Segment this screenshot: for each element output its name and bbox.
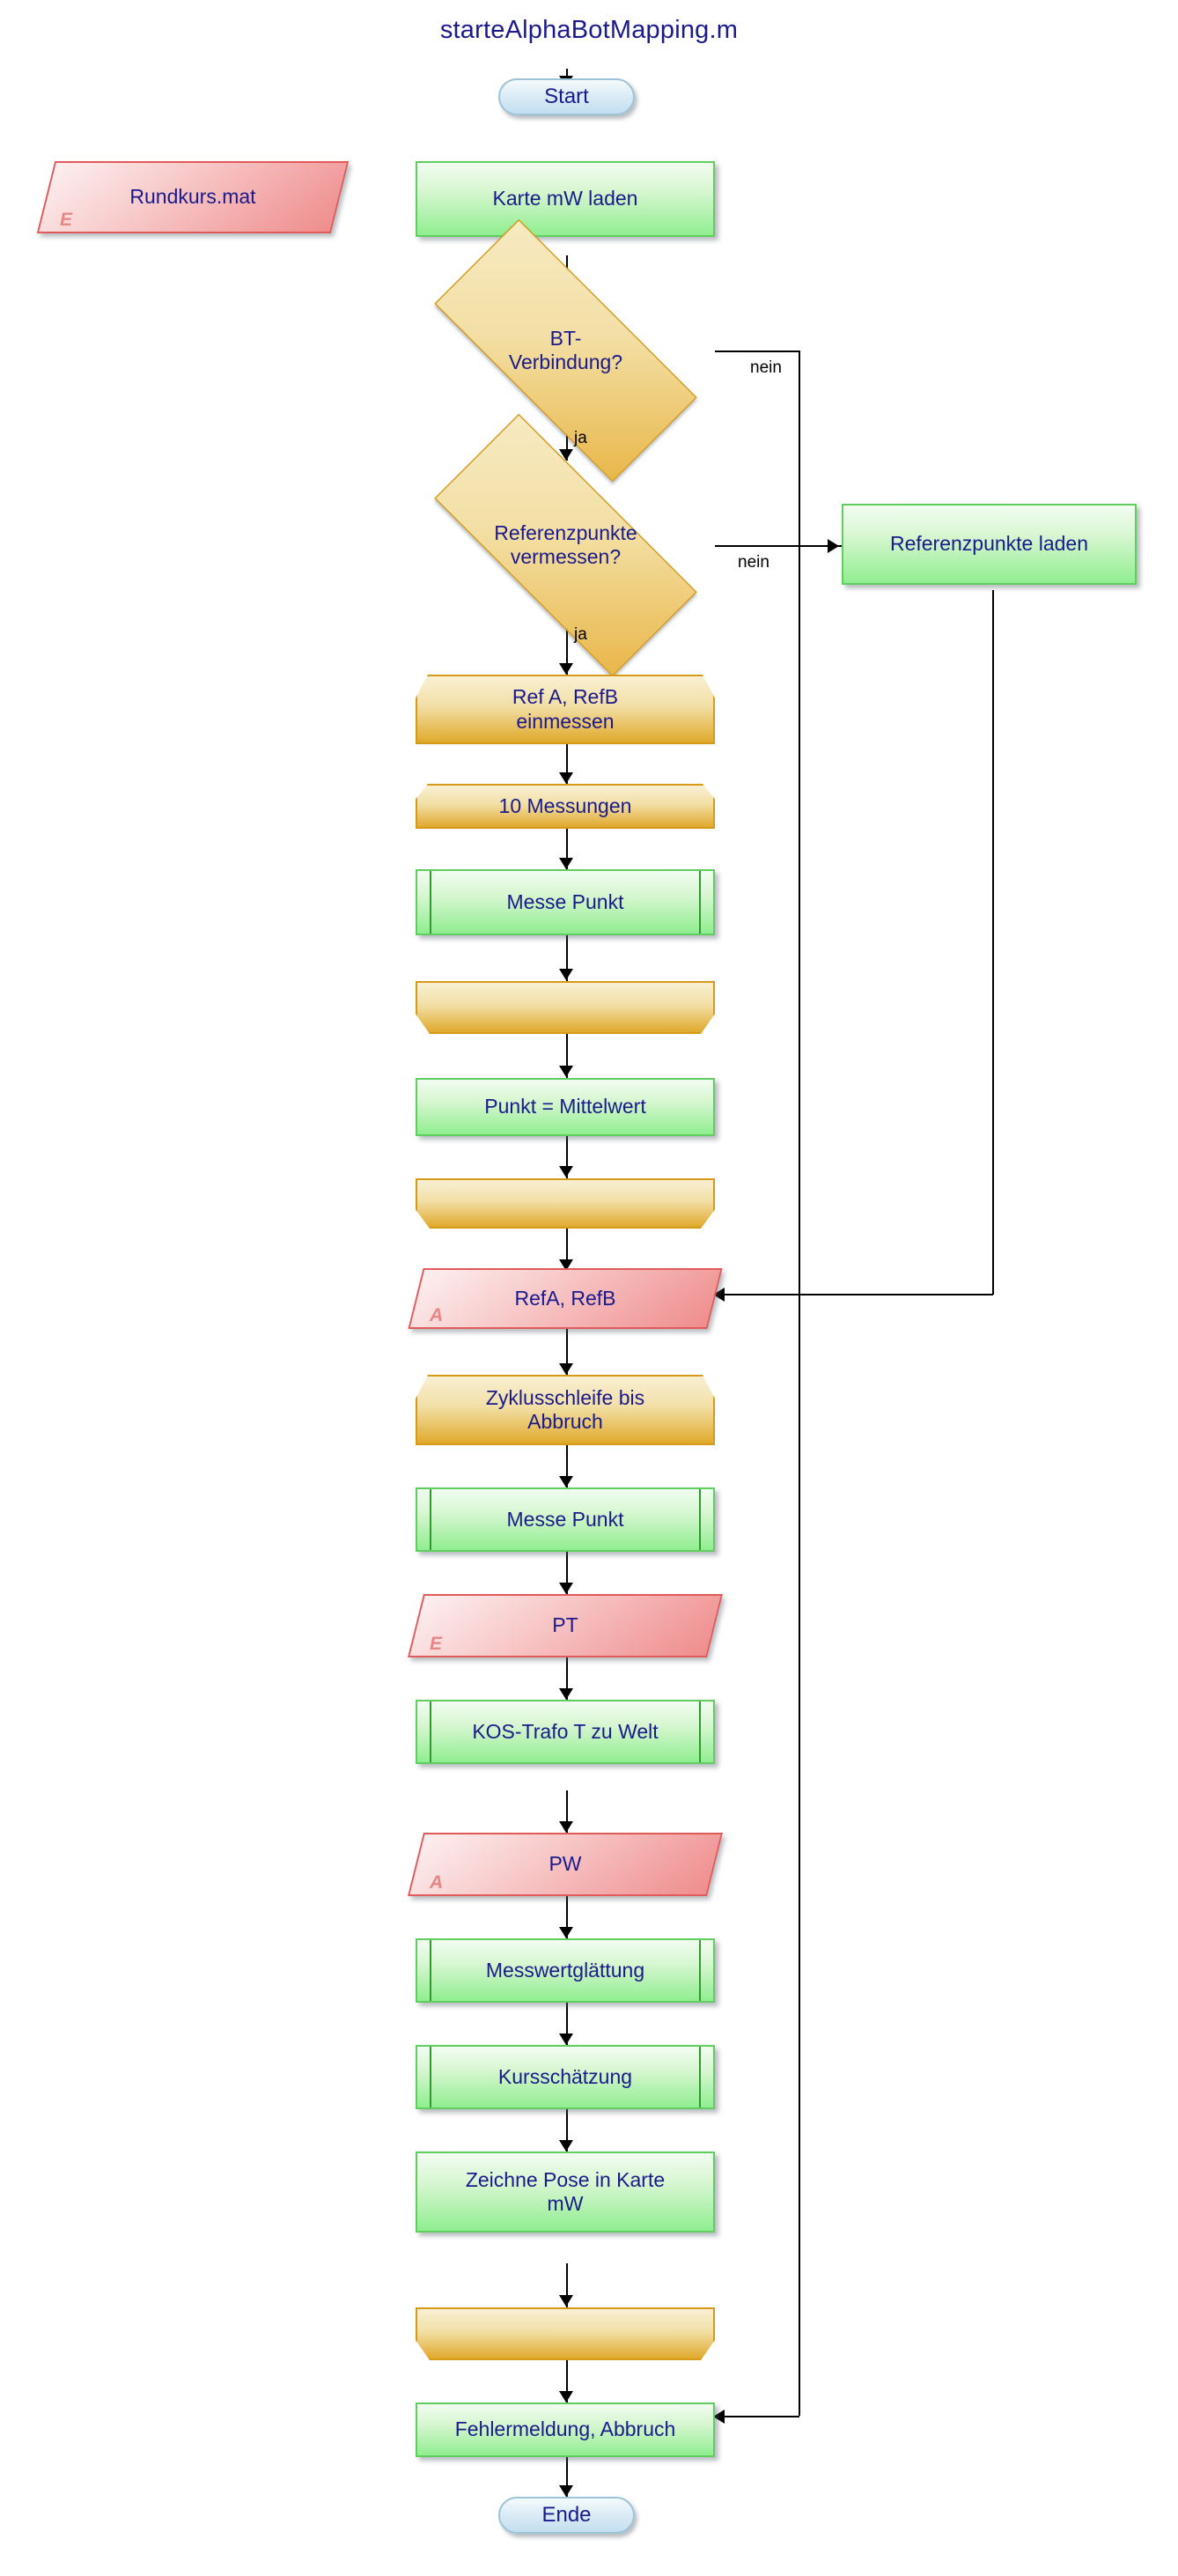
edge-label-bt-yes: ja (574, 429, 587, 447)
io-marker-output: A (430, 1305, 444, 1326)
edge-kostrafo-to-pw (566, 1790, 568, 1833)
arrowhead-mittelwert-to-loopend2 (559, 1166, 573, 1177)
node-loop-end-3[interactable] (416, 2307, 715, 2360)
node-ende[interactable]: Ende (498, 2497, 635, 2534)
io-marker-input: E (60, 210, 73, 231)
node-kursschaetzung-label: Kursschätzung (497, 2064, 633, 2088)
arrowhead-loopend1-to-mittelwert (559, 1066, 573, 1077)
arrowhead-glaettung-to-kurs (559, 2033, 573, 2045)
edge-ref-yes (566, 616, 568, 675)
edge-refladen-to-refab (715, 1294, 993, 1295)
arrowhead-loopend3-to-fehler (559, 2391, 573, 2403)
node-kos-trafo-label: KOS-Trafo T zu Welt (472, 1719, 659, 1743)
io-marker-input: E (430, 1634, 443, 1655)
node-referenzpunkte-laden-label: Referenzpunkte laden (889, 532, 1089, 556)
arrowhead-pt-to-kostrafo (559, 1688, 573, 1700)
arrowhead-refab-to-zyklus (559, 1363, 573, 1375)
node-ref-einmessen-label: Ref A, RefB einmessen (512, 685, 619, 733)
node-fehlermeldung-abbruch[interactable]: Fehlermeldung, Abbruch (416, 2403, 715, 2457)
node-loop-end-1[interactable] (416, 981, 715, 1034)
edge-zyklus-to-messepunkt2 (566, 1445, 568, 1487)
node-punkt-mittelwert-label: Punkt = Mittelwert (484, 1095, 646, 1118)
edge-loopend2-to-refab (566, 1229, 568, 1273)
arrowhead-fehler-to-ende (559, 2485, 573, 2497)
arrowhead-refeinmessen-to-messungen (559, 772, 573, 784)
node-ende-label: Ende (541, 2502, 592, 2527)
edge-mittelwert-to-loopend2 (566, 1136, 568, 1178)
node-zyklusschleife-loop-start[interactable]: Zyklusschleife bis Abbruch (416, 1375, 715, 1445)
edge-glaettung-to-kurs (566, 2003, 568, 2045)
node-messwertglaettung-label: Messwertglättung (485, 1958, 645, 1982)
node-punkt-mittelwert[interactable]: Punkt = Mittelwert (416, 1078, 715, 1136)
edge-zeichne-to-loopend3 (566, 2263, 568, 2307)
node-refa-refb-output[interactable]: RefA, RefB A (408, 1268, 723, 1329)
node-messe-punkt-1-label: Messe Punkt (506, 889, 624, 913)
edge-bt-no-vertical (799, 351, 800, 2416)
node-referenzpunkte-laden[interactable]: Referenzpunkte laden (842, 504, 1137, 585)
node-refa-refb-label: RefA, RefB (514, 1286, 616, 1310)
edge-loopend1-to-mittelwert (566, 1034, 568, 1078)
node-10-messungen-label: 10 Messungen (498, 793, 632, 817)
arrowhead-loopend2-to-refab (559, 1259, 573, 1271)
edge-bt-no-horizontal (715, 351, 799, 352)
arrowhead-messepunkt2-to-pt (559, 1583, 573, 1594)
node-messe-punkt-2[interactable]: Messe Punkt (416, 1487, 715, 1552)
edge-messepunkt1-to-loopend1 (566, 935, 568, 981)
node-pw-label: PW (549, 1852, 582, 1876)
node-bt-verbindung-decision[interactable]: BT- Verbindung? (387, 218, 744, 483)
edge-messungen-to-messepunkt1 (566, 829, 568, 869)
arrowhead-ref-no (828, 539, 839, 553)
edge-loopend3-to-fehler (566, 2360, 568, 2403)
node-zeichne-pose[interactable]: Zeichne Pose in Karte mW (416, 2152, 715, 2233)
edge-label-ref-no: nein (738, 553, 769, 572)
io-marker-output: A (430, 1872, 444, 1893)
node-loop-end-2[interactable] (416, 1178, 715, 1229)
edge-pw-to-glaettung (566, 1896, 568, 1938)
edge-pt-to-kostrafo (566, 1657, 568, 1700)
node-10-messungen-loop-start[interactable]: 10 Messungen (416, 784, 715, 829)
node-referenzpunkte-vermessen-decision[interactable]: Referenzpunkte vermessen? (387, 413, 744, 677)
edge-kurs-to-zeichne (566, 2109, 568, 2152)
arrowhead-messepunkt1-to-loopend1 (559, 969, 573, 980)
node-start[interactable]: Start (498, 78, 635, 115)
node-pw-output[interactable]: PW A (408, 1833, 723, 1896)
edge-label-ref-yes: ja (574, 625, 587, 644)
node-karte-mw-laden-label: Karte mW laden (492, 187, 638, 210)
edge-ref-no-horizontal (715, 545, 843, 547)
arrowhead-ref-yes (559, 663, 573, 675)
node-pt-input[interactable]: PT E (408, 1594, 723, 1657)
node-fehlermeldung-abbruch-label: Fehlermeldung, Abbruch (454, 2417, 676, 2441)
node-karte-mw-laden[interactable]: Karte mW laden (416, 161, 715, 237)
edge-fehler-to-ende (566, 2457, 568, 2497)
edge-messepunkt2-to-pt (566, 1552, 568, 1594)
node-zyklusschleife-label: Zyklusschleife bis Abbruch (485, 1385, 645, 1433)
node-rundkurs-mat[interactable]: Rundkurs.mat E (36, 161, 350, 233)
arrowhead-pw-to-glaettung (559, 1927, 573, 1938)
arrowhead-messungen-to-messepunkt1 (559, 858, 573, 869)
arrowhead-kostrafo-to-pw (559, 1821, 573, 1833)
node-start-label: Start (544, 84, 589, 108)
arrowhead-zyklus-to-messepunkt2 (559, 1476, 573, 1487)
node-referenzpunkte-vermessen-label: Referenzpunkte vermessen? (494, 520, 637, 568)
edge-label-bt-no: nein (750, 358, 782, 377)
node-zeichne-pose-label: Zeichne Pose in Karte mW (465, 2167, 666, 2215)
node-kursschaetzung[interactable]: Kursschätzung (416, 2045, 715, 2109)
node-messe-punkt-2-label: Messe Punkt (506, 1507, 624, 1531)
edge-bt-no-to-fehler (715, 2416, 799, 2417)
node-ref-einmessen-loop-start[interactable]: Ref A, RefB einmessen (416, 675, 715, 744)
arrowhead-bt-no-to-fehler (713, 2410, 725, 2424)
edge-refeinmessen-to-messungen (566, 744, 568, 784)
page-title: starteAlphaBotMapping.m (439, 16, 739, 44)
node-pt-label: PT (552, 1613, 578, 1637)
node-kos-trafo[interactable]: KOS-Trafo T zu Welt (416, 1700, 715, 1764)
node-bt-verbindung-label: BT- Verbindung? (508, 326, 623, 373)
node-rundkurs-mat-label: Rundkurs.mat (129, 185, 256, 209)
arrowhead-zeichne-to-loopend3 (559, 2295, 573, 2307)
edge-refladen-down (992, 590, 994, 1295)
arrowhead-kurs-to-zeichne (559, 2140, 573, 2152)
node-messwertglaettung[interactable]: Messwertglättung (416, 1938, 715, 2003)
edge-refab-to-zyklus (566, 1329, 568, 1375)
node-messe-punkt-1[interactable]: Messe Punkt (416, 869, 715, 935)
